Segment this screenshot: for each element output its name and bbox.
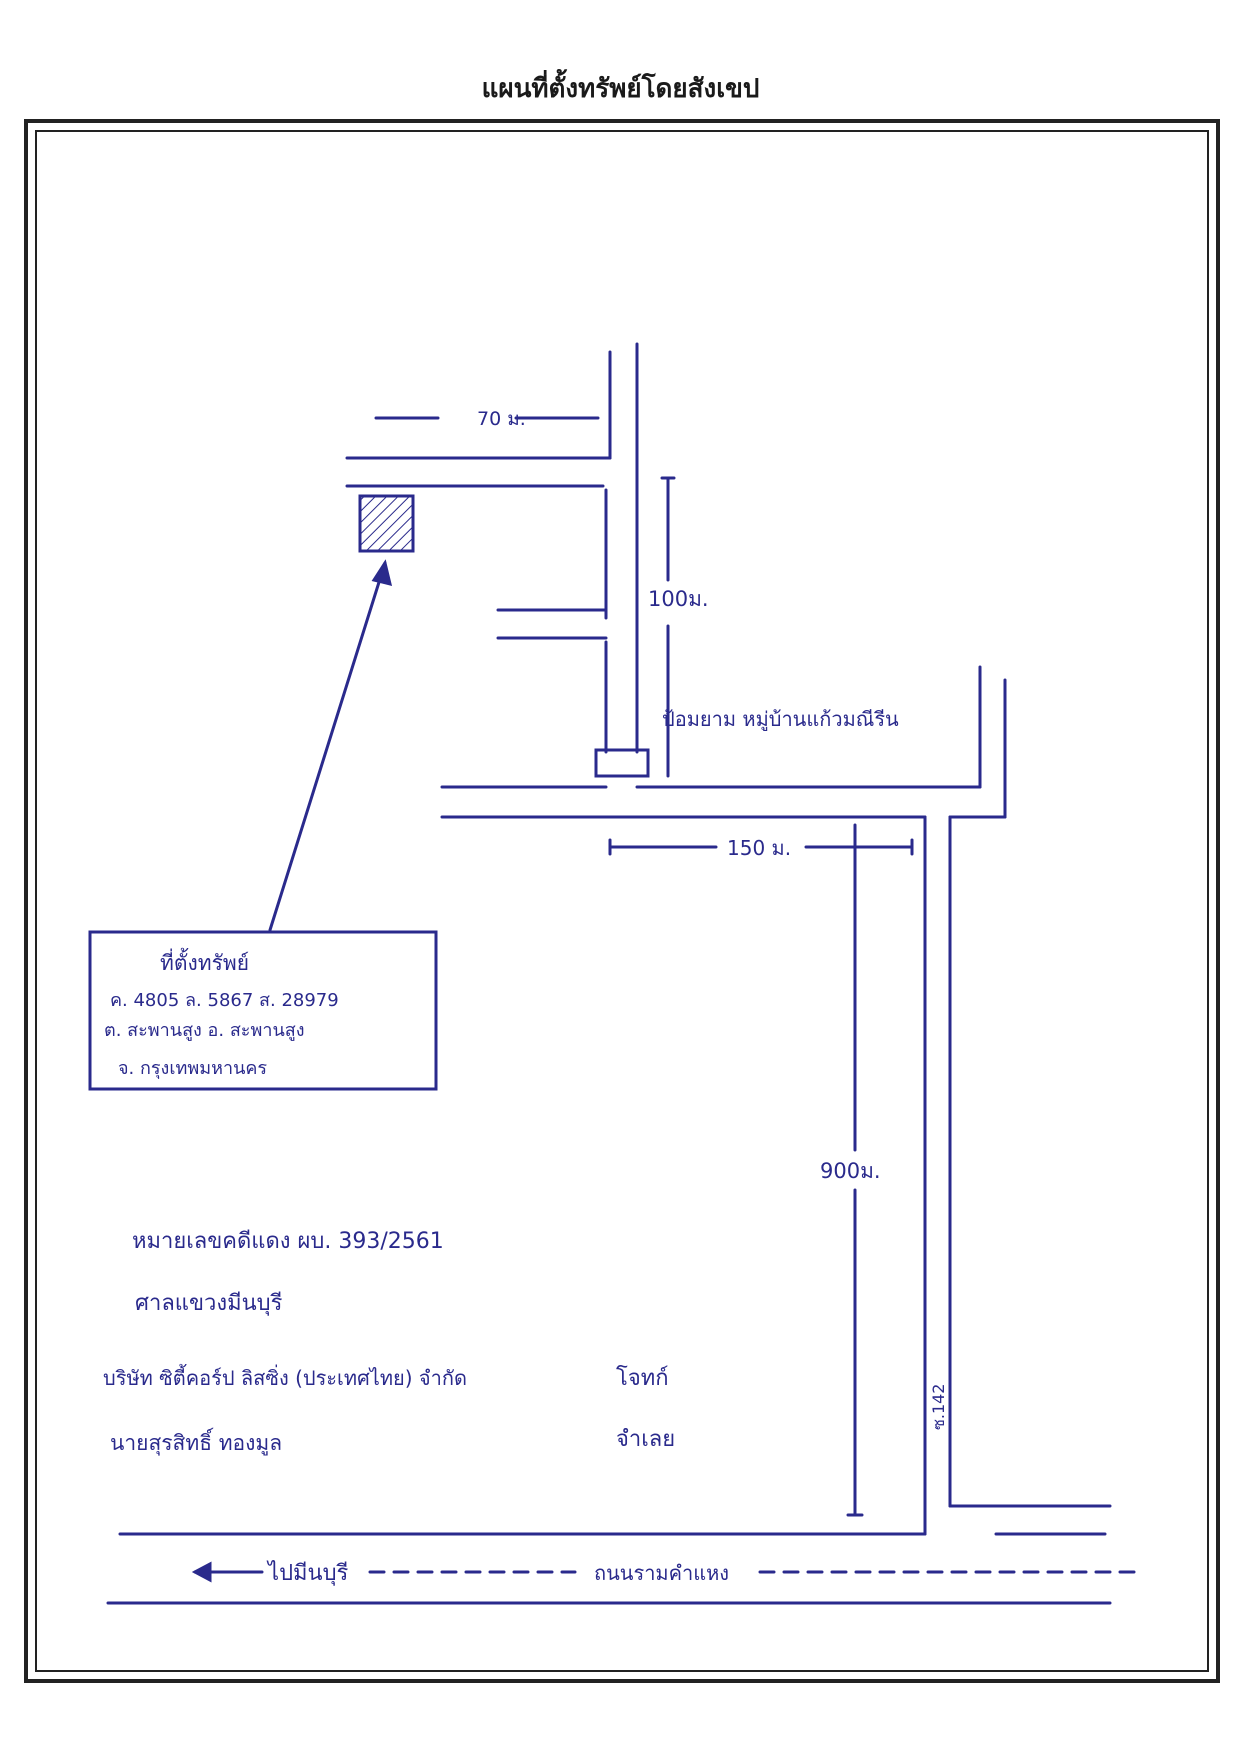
defendant-role: จำเลย xyxy=(616,1427,675,1452)
road-direction-label: ไปมีนบุรี xyxy=(266,1560,349,1586)
callout-arrow-head-icon xyxy=(371,559,393,587)
callout-arrow xyxy=(268,561,387,932)
dimension-label-150m: 150 ม. xyxy=(727,836,791,860)
dimension-label-100m: 100ม. xyxy=(648,587,709,611)
defendant-name: นายสุรสิทธิ์ ทองมูล xyxy=(110,1427,282,1456)
village-gate-label: ป้อมยาม หมู่บ้านแก้วมณีรีน xyxy=(662,707,899,732)
plaintiff-role: โจทก์ xyxy=(616,1365,669,1391)
arrow-head-icon xyxy=(191,1561,212,1583)
page-title: แผนที่ตั้งทรัพย์โดยสังเขป xyxy=(481,74,760,104)
gate-box xyxy=(594,748,650,778)
inner-frame xyxy=(35,130,1209,1672)
property-line-3: จ. กรุงเทพมหานคร xyxy=(118,1058,267,1079)
property-plot xyxy=(358,494,415,553)
dimension-label-70m: 70 ม. xyxy=(477,408,526,430)
property-line-1: ค. 4805 ล. 5867 ส. 28979 xyxy=(110,990,339,1011)
court-name: ศาลแขวงมีนบุรี xyxy=(135,1291,283,1316)
road-name-label: ถนนรามคำแหง xyxy=(594,1561,729,1585)
plaintiff-name: บริษัท ซิตี้คอร์ป ลิสซิ่ง (ประเทศไทย) จำ… xyxy=(103,1364,467,1390)
property-line-2: ต. สะพานสูง อ. สะพานสูง xyxy=(104,1020,305,1041)
outer-frame xyxy=(24,119,1220,1683)
soi-142-label: ซ.142 xyxy=(929,1384,948,1430)
property-heading: ที่ตั้งทรัพย์ xyxy=(160,948,249,975)
property-info-box xyxy=(88,930,438,1091)
case-number: หมายเลขคดีแดง ผบ. 393/2561 xyxy=(132,1229,444,1254)
dimension-label-900m: 900ม. xyxy=(820,1159,881,1183)
